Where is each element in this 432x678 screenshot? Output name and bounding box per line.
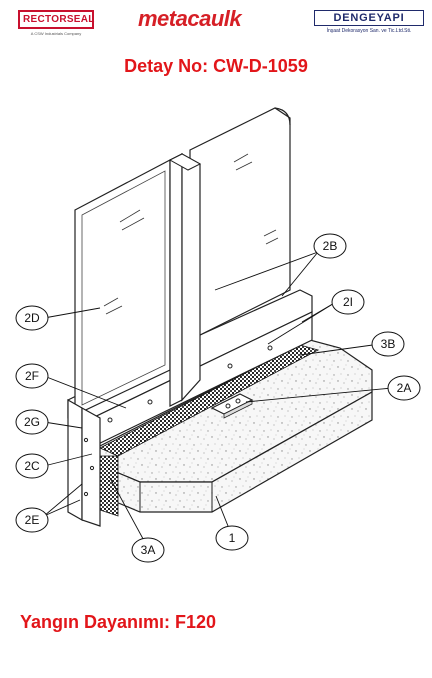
anchor-bracket [210, 393, 254, 419]
firestop-mesh [99, 344, 320, 517]
rectorseal-logo: RECTORSEAL A CSW Industrials Company [18, 10, 94, 36]
callout-2D: 2D [15, 305, 49, 331]
fire-rating-label: Yangın Dayanımı: F120 [20, 612, 217, 632]
callout-3A-label: 3A [141, 543, 156, 557]
callout-2I: 2I [331, 289, 365, 315]
dengeyapi-logo-subtitle: İnşaat Dekorasyon San. ve Tic.Ltd.Sti. [326, 28, 412, 34]
callout-2E: 2E [15, 507, 49, 533]
callout-2B-label: 2B [323, 239, 338, 253]
dengeyapi-logo-text: DENGEYAPI [314, 10, 424, 26]
callout-2C: 2C [15, 453, 49, 479]
callout-2C-label: 2C [24, 459, 40, 473]
dengeyapi-logo: DENGEYAPI İnşaat Dekorasyon San. ve Tic.… [314, 10, 424, 34]
glass-panels [74, 107, 291, 416]
callout-2A-label: 2A [397, 381, 412, 395]
left-frame [67, 398, 101, 527]
callout-2D-label: 2D [24, 311, 40, 325]
rectorseal-logo-subtitle: A CSW Industrials Company [30, 31, 82, 36]
callout-3B: 3B [371, 331, 405, 357]
callout-3B-label: 3B [381, 337, 396, 351]
callout-2B: 2B [313, 233, 347, 259]
logo-bar: RECTORSEAL A CSW Industrials Company met… [0, 0, 432, 60]
callout-2I-label: 2I [343, 295, 353, 309]
callout-2F-label: 2F [25, 369, 39, 383]
leader-lines [43, 251, 393, 549]
rectorseal-logo-text: RECTORSEAL [18, 10, 94, 29]
metacaulk-logo: metacaulk [138, 6, 242, 31]
callout-1-label: 1 [229, 531, 236, 545]
callout-3A: 3A [131, 537, 165, 563]
callout-2E-label: 2E [25, 513, 40, 527]
detail-number-title: Detay No: CW-D-1059 [124, 56, 308, 76]
callout-2G-label: 2G [24, 415, 40, 429]
callout-2F: 2F [15, 363, 49, 389]
vertical-mullion [168, 152, 202, 407]
callout-1: 1 [215, 525, 249, 551]
callout-2A: 2A [387, 375, 421, 401]
callout-2G: 2G [15, 409, 49, 435]
